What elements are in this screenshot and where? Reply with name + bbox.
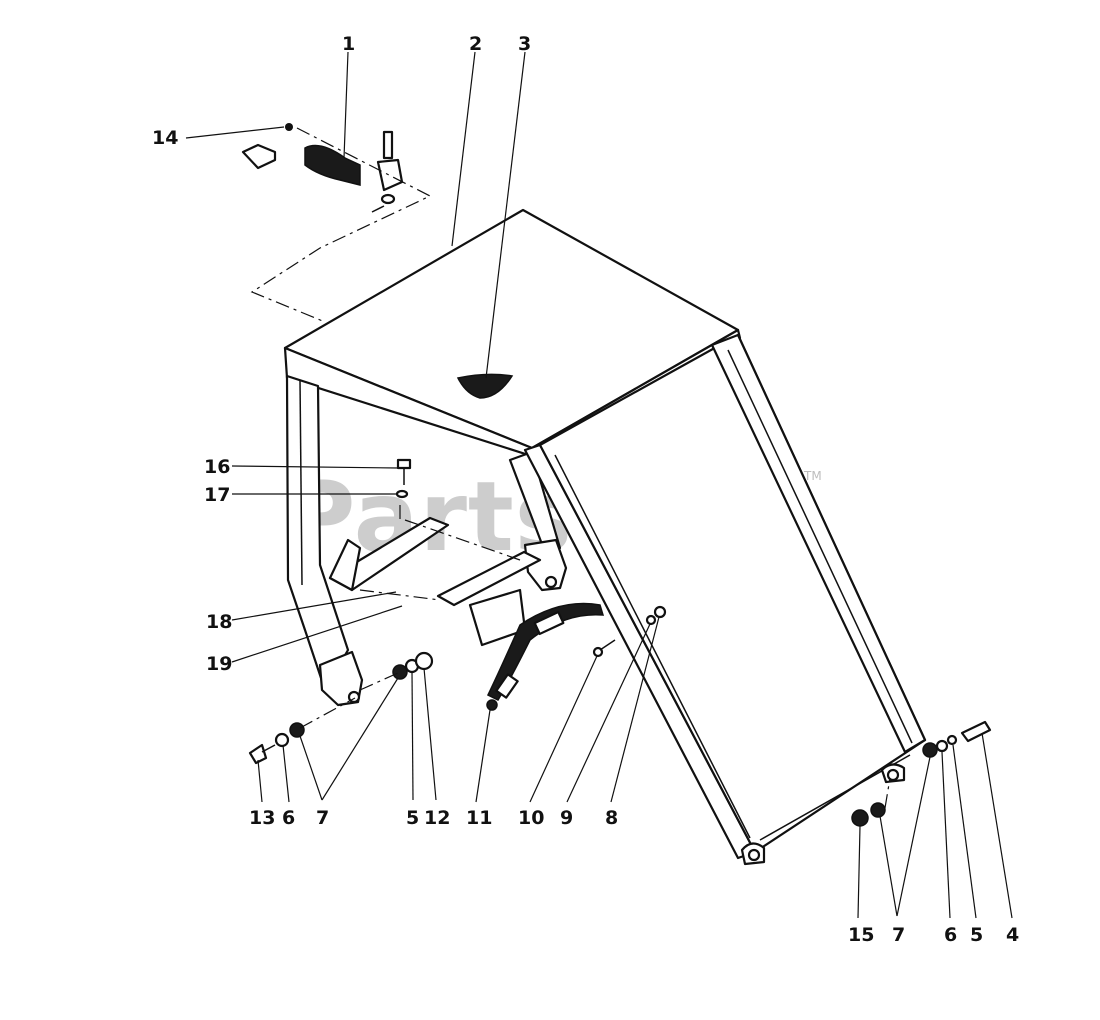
callout-11: 11 (466, 807, 492, 829)
windshield-frame (523, 333, 927, 866)
callout-4: 4 (1006, 924, 1019, 946)
left-hardware (248, 651, 434, 765)
latch-assembly (241, 123, 432, 323)
retaining-strap (486, 602, 605, 711)
callout-8: 8 (605, 807, 618, 829)
callout-5-left: 5 (406, 807, 419, 829)
center-support-post (508, 450, 568, 592)
left-support-post (285, 374, 364, 707)
callout-13: 13 (249, 807, 275, 829)
callout-7-left: 7 (316, 807, 329, 829)
callout-15: 15 (848, 924, 874, 946)
callout-17: 17 (204, 484, 230, 506)
callout-6-right: 6 (944, 924, 957, 946)
callout-9: 9 (560, 807, 573, 829)
callout-19: 19 (206, 653, 232, 675)
callout-12: 12 (424, 807, 450, 829)
callout-5-right: 5 (970, 924, 983, 946)
leader-lines (185, 51, 1013, 919)
callout-7-right: 7 (892, 924, 905, 946)
callout-16: 16 (204, 456, 230, 478)
callout-labels: 1 2 3 14 16 17 18 19 13 6 7 5 12 11 10 9… (152, 33, 1019, 946)
right-hardware (592, 605, 992, 827)
callout-6-left: 6 (282, 807, 295, 829)
callout-2: 2 (469, 33, 482, 55)
callout-18: 18 (206, 611, 232, 633)
callout-10: 10 (518, 807, 544, 829)
callout-14: 14 (152, 127, 178, 149)
callout-1: 1 (342, 33, 355, 55)
watermark-tm: TM (803, 469, 822, 483)
callout-3: 3 (518, 33, 531, 55)
mounting-bracket (328, 505, 542, 647)
